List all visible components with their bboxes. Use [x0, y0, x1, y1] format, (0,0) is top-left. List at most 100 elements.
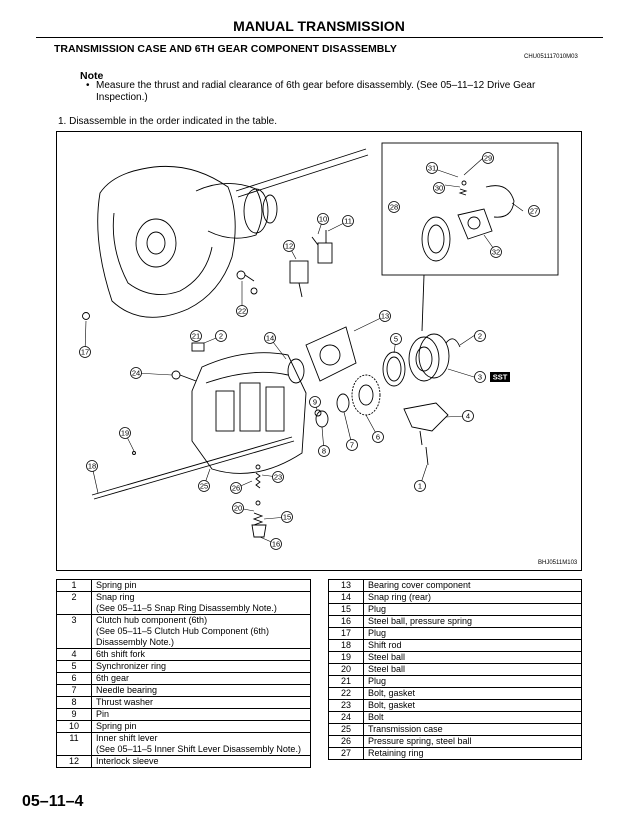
description-line: Interlock sleeve — [96, 756, 159, 766]
part-description: Pin — [91, 708, 311, 721]
note-bullet: • — [86, 80, 90, 91]
callout-13 — [379, 310, 391, 322]
part-number: 21 — [328, 675, 364, 688]
part-number: 13 — [328, 579, 364, 592]
part-description: Inner shift lever(See 05–11–5 Inner Shif… — [91, 732, 311, 756]
callout-17 — [79, 346, 91, 358]
description-line: Clutch hub component (6th) — [96, 615, 208, 625]
description-line: Snap ring — [96, 592, 135, 602]
callout-label: 17 — [81, 348, 89, 357]
description-line: Shift rod — [368, 640, 402, 650]
callout-label: 8 — [322, 447, 326, 456]
table-row: 12 Interlock sleeve — [56, 755, 311, 768]
description-line: Plug — [368, 628, 387, 638]
callout-label: 23 — [274, 473, 282, 482]
part-number: 2 — [56, 591, 92, 615]
table-row: 15 Plug — [328, 603, 582, 616]
note-text: Measure the thrust and radial clearance … — [96, 80, 536, 103]
callout-label: 32 — [492, 248, 500, 257]
section-heading: TRANSMISSION CASE AND 6TH GEAR COMPONENT… — [54, 43, 397, 55]
part-description: Bolt, gasket — [363, 687, 582, 700]
callout-21 — [190, 330, 202, 342]
callout-label: 15 — [283, 513, 291, 522]
callout-label: 10 — [319, 215, 327, 224]
description-line: (See 05–11–5 Inner Shift Lever Disassemb… — [96, 744, 301, 754]
part-number: 5 — [56, 660, 92, 673]
callout-12 — [283, 240, 295, 252]
part-number: 4 — [56, 648, 92, 661]
page-number: 05–11–4 — [22, 793, 84, 810]
callout-label: 4 — [466, 412, 470, 421]
description-line: Needle bearing — [96, 685, 158, 695]
callout-label: 22 — [238, 307, 246, 316]
description-line: Pin — [96, 709, 110, 719]
part-description: Spring pin — [91, 579, 311, 592]
title-rule — [36, 37, 603, 38]
callout-label: 26 — [232, 484, 240, 493]
callout-label: 28 — [390, 203, 398, 212]
callout-label: 18 — [88, 462, 96, 471]
part-description: 6th shift fork — [91, 648, 311, 661]
callout-label: 13 — [381, 312, 389, 321]
callout-label: 7 — [350, 441, 354, 450]
callout-label: 12 — [285, 242, 293, 251]
part-description: Needle bearing — [91, 684, 311, 697]
part-number: 19 — [328, 651, 364, 664]
callout-18 — [86, 460, 98, 472]
description-line: Snap ring (rear) — [368, 592, 432, 602]
table-row: 22 Bolt, gasket — [328, 687, 582, 700]
part-number: 25 — [328, 723, 364, 736]
part-number: 27 — [328, 747, 364, 760]
description-line: 6th shift fork — [96, 649, 146, 659]
part-description: Bolt, gasket — [363, 699, 582, 712]
callout-15 — [281, 511, 293, 523]
part-number: 22 — [328, 687, 364, 700]
callout-label: 11 — [344, 217, 352, 226]
part-number: 3 — [56, 614, 92, 649]
description-line: Pressure spring, steel ball — [368, 736, 472, 746]
callout-1 — [414, 480, 426, 492]
callout-27 — [528, 205, 540, 217]
description-line: Disassembly Note.) — [96, 637, 175, 647]
sst-tag — [490, 372, 510, 382]
description-line: Inner shift lever — [96, 733, 158, 743]
callout-19 — [119, 427, 131, 439]
callout-4 — [462, 410, 474, 422]
description-line: Plug — [368, 676, 387, 686]
description-line: Plug — [368, 604, 387, 614]
part-number: 20 — [328, 663, 364, 676]
table-row: 13 Bearing cover component — [328, 579, 582, 592]
description-line: Synchronizer ring — [96, 661, 167, 671]
part-number: 26 — [328, 735, 364, 748]
part-number: 15 — [328, 603, 364, 616]
callout-label: 19 — [121, 429, 129, 438]
callout-10 — [317, 213, 329, 225]
table-row: 4 6th shift fork — [56, 648, 311, 661]
description-line: Steel ball — [368, 664, 406, 674]
description-line: Spring pin — [96, 580, 137, 590]
callout-label: 2 — [219, 332, 223, 341]
callout-label: 6 — [376, 433, 380, 442]
callout-label: 21 — [192, 332, 200, 341]
part-description: Snap ring(See 05–11–5 Snap Ring Disassem… — [91, 591, 311, 615]
description-line: Spring pin — [96, 721, 137, 731]
description-line: Bolt, gasket — [368, 688, 416, 698]
part-description: Interlock sleeve — [91, 755, 311, 768]
part-description: Retaining ring — [363, 747, 582, 760]
part-number: 14 — [328, 591, 364, 604]
part-number: 12 — [56, 755, 92, 768]
sst-label: SST — [493, 373, 508, 382]
description-line: Bearing cover component — [368, 580, 471, 590]
callout-2 — [215, 330, 227, 342]
